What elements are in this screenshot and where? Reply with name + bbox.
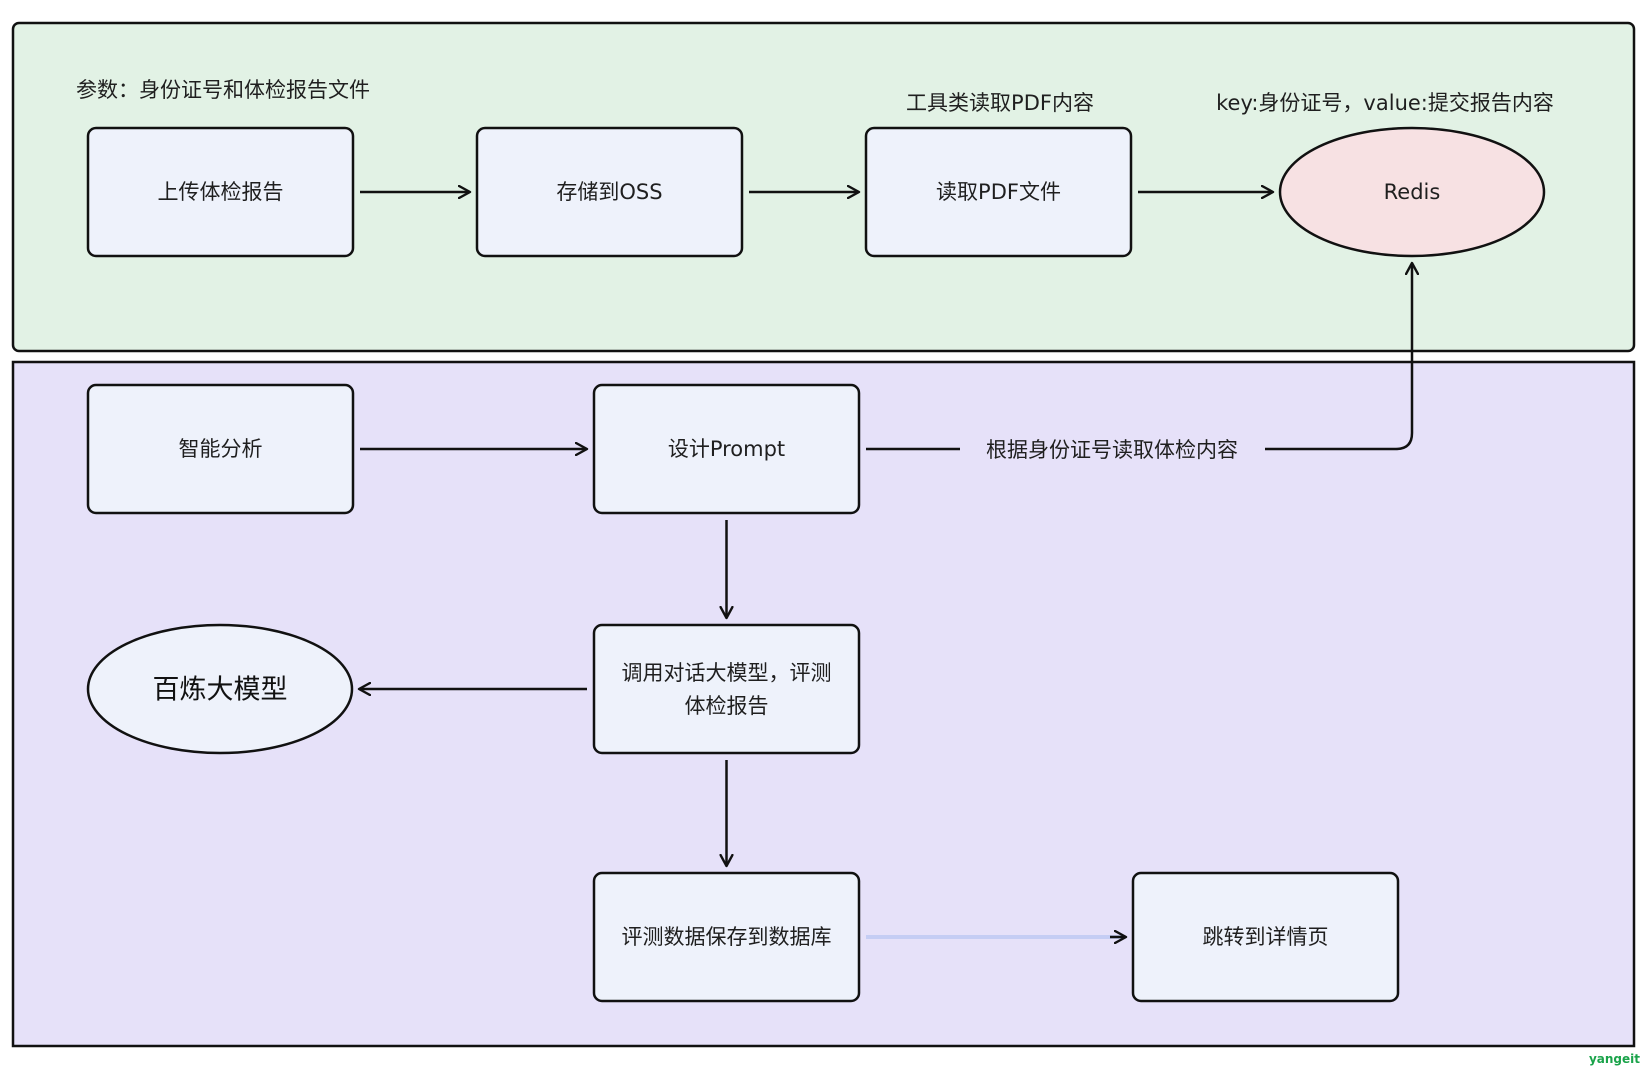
call-llm-label-line1: 调用对话大模型，评测 — [622, 661, 832, 685]
save-db-box — [592, 871, 861, 1003]
store-oss-label: 存储到OSS — [556, 180, 662, 204]
call-llm-box — [592, 623, 861, 755]
upload-section-panel — [11, 21, 1636, 353]
redis-kv-annotation: key:身份证号，value:提交报告内容 — [1216, 91, 1554, 115]
smart-analysis-box — [86, 383, 355, 515]
call-llm-label-line2: 体检报告 — [685, 694, 769, 718]
design-prompt-label: 设计Prompt — [668, 437, 785, 461]
smart-analysis-label: 智能分析 — [179, 437, 263, 461]
read-pdf-box — [864, 126, 1133, 258]
upload-report-label: 上传体检报告 — [158, 180, 284, 204]
save-db-label: 评测数据保存到数据库 — [622, 925, 832, 949]
bailian-llm-label: 百炼大模型 — [153, 675, 288, 706]
yangeit-watermark: yangeit — [1589, 1052, 1640, 1066]
jump-detail-label: 跳转到详情页 — [1203, 925, 1329, 949]
design-prompt-box — [592, 383, 861, 515]
edge-read-by-id-label: 根据身份证号读取体检内容 — [986, 438, 1238, 462]
upload-report-box — [86, 126, 355, 258]
jump-detail-box — [1131, 871, 1400, 1003]
params-annotation: 参数：身份证号和体检报告文件 — [76, 78, 370, 102]
read-pdf-label: 读取PDF文件 — [936, 180, 1061, 204]
bailian-llm-node — [86, 623, 354, 755]
edge-prompt-to-redis — [866, 263, 1412, 451]
tool-read-annotation: 工具类读取PDF内容 — [906, 91, 1094, 115]
store-oss-box — [475, 126, 744, 258]
redis-label: Redis — [1384, 180, 1441, 204]
